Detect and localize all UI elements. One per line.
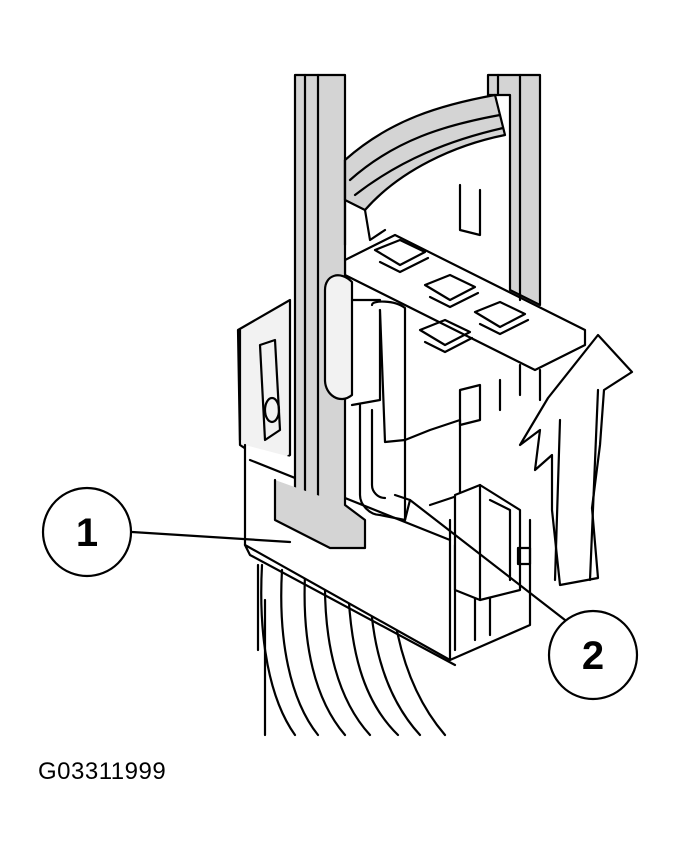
- callout-circle-1: [41, 486, 133, 578]
- callout-label-1: 1: [76, 511, 98, 555]
- leader-line-1: [130, 530, 292, 544]
- locking-clip: [323, 274, 462, 522]
- leader-line-2: [408, 498, 567, 622]
- arch-bridge: [343, 93, 507, 247]
- callout-circle-2: [547, 609, 639, 701]
- right-rail: [486, 73, 542, 307]
- figure-id-label: G03311999: [38, 758, 167, 785]
- left-rail: [273, 73, 367, 550]
- callout-label-2: 2: [582, 634, 604, 678]
- arrow-up-icon: [518, 333, 634, 587]
